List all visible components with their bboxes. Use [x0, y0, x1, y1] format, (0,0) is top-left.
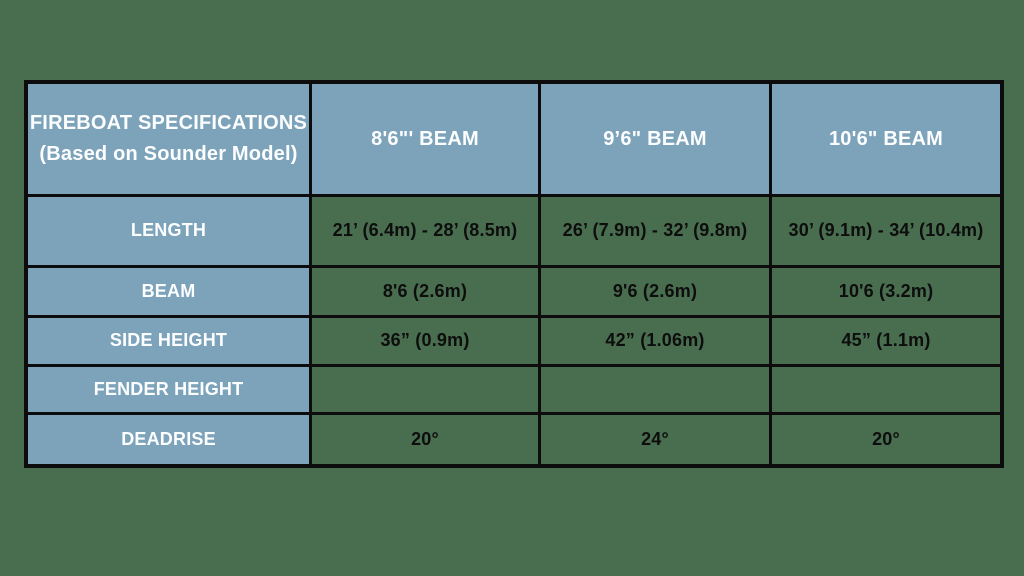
column-header-beam-9-6: 9’6" BEAM [541, 84, 769, 194]
data-value: 20° [872, 428, 900, 449]
row-label-side-height: SIDE HEIGHT [28, 318, 309, 364]
row-label-deadrise: DEADRISE [28, 415, 309, 464]
row-label-text: FENDER HEIGHT [93, 378, 244, 399]
data-cell-beam-col3: 10'6 (3.2m) [772, 268, 1000, 315]
data-cell-fender-height-col3 [772, 367, 1000, 412]
data-value: 9'6 (2.6m) [612, 280, 698, 301]
data-cell-length-col1: 21’ (6.4m) - 28’ (8.5m) [312, 197, 538, 265]
column-header-beam-10-6: 10'6" BEAM [772, 84, 1000, 194]
data-cell-deadrise-col1: 20° [312, 415, 538, 464]
data-value: 45” (1.1m) [841, 330, 931, 351]
row-label-text: DEADRISE [121, 428, 216, 449]
row-label-length: LENGTH [28, 197, 309, 265]
data-cell-fender-height-col1 [312, 367, 538, 412]
data-cell-length-col3: 30’ (9.1m) - 34’ (10.4m) [772, 197, 1000, 265]
table-title-cell: FIREBOAT SPECIFICATIONS (Based on Sounde… [28, 84, 309, 194]
data-cell-side-height-col2: 42” (1.06m) [541, 318, 769, 364]
column-header-label: 10'6" BEAM [828, 127, 944, 150]
row-label-text: LENGTH [130, 220, 207, 241]
table-title-line1: FIREBOAT SPECIFICATIONS [29, 112, 308, 134]
column-header-beam-8-6: 8'6"' BEAM [312, 84, 538, 194]
data-value: 21’ (6.4m) - 28’ (8.5m) [332, 220, 518, 241]
data-value: 24° [641, 428, 669, 449]
data-cell-side-height-col3: 45” (1.1m) [772, 318, 1000, 364]
row-label-fender-height: FENDER HEIGHT [28, 367, 309, 412]
data-cell-deadrise-col2: 24° [541, 415, 769, 464]
column-header-label: 9’6" BEAM [603, 127, 707, 150]
data-value: 10'6 (3.2m) [838, 280, 934, 301]
column-header-label: 8'6"' BEAM [371, 127, 479, 150]
table-title-line2: (Based on Sounder Model) [39, 143, 298, 165]
data-value: 30’ (9.1m) - 34’ (10.4m) [788, 220, 984, 241]
data-value: 42” (1.06m) [605, 330, 705, 351]
data-cell-side-height-col1: 36” (0.9m) [312, 318, 538, 364]
data-cell-deadrise-col3: 20° [772, 415, 1000, 464]
data-cell-beam-col2: 9'6 (2.6m) [541, 268, 769, 315]
data-cell-length-col2: 26’ (7.9m) - 32’ (9.8m) [541, 197, 769, 265]
data-cell-beam-col1: 8'6 (2.6m) [312, 268, 538, 315]
data-cell-fender-height-col2 [541, 367, 769, 412]
data-value: 26’ (7.9m) - 32’ (9.8m) [562, 220, 748, 241]
fireboat-spec-table: FIREBOAT SPECIFICATIONS (Based on Sounde… [24, 80, 1004, 468]
row-label-text: SIDE HEIGHT [109, 330, 228, 351]
data-value: 8'6 (2.6m) [382, 280, 468, 301]
data-value: 36” (0.9m) [380, 330, 470, 351]
row-label-text: BEAM [141, 280, 196, 301]
row-label-beam: BEAM [28, 268, 309, 315]
data-value: 20° [411, 428, 439, 449]
